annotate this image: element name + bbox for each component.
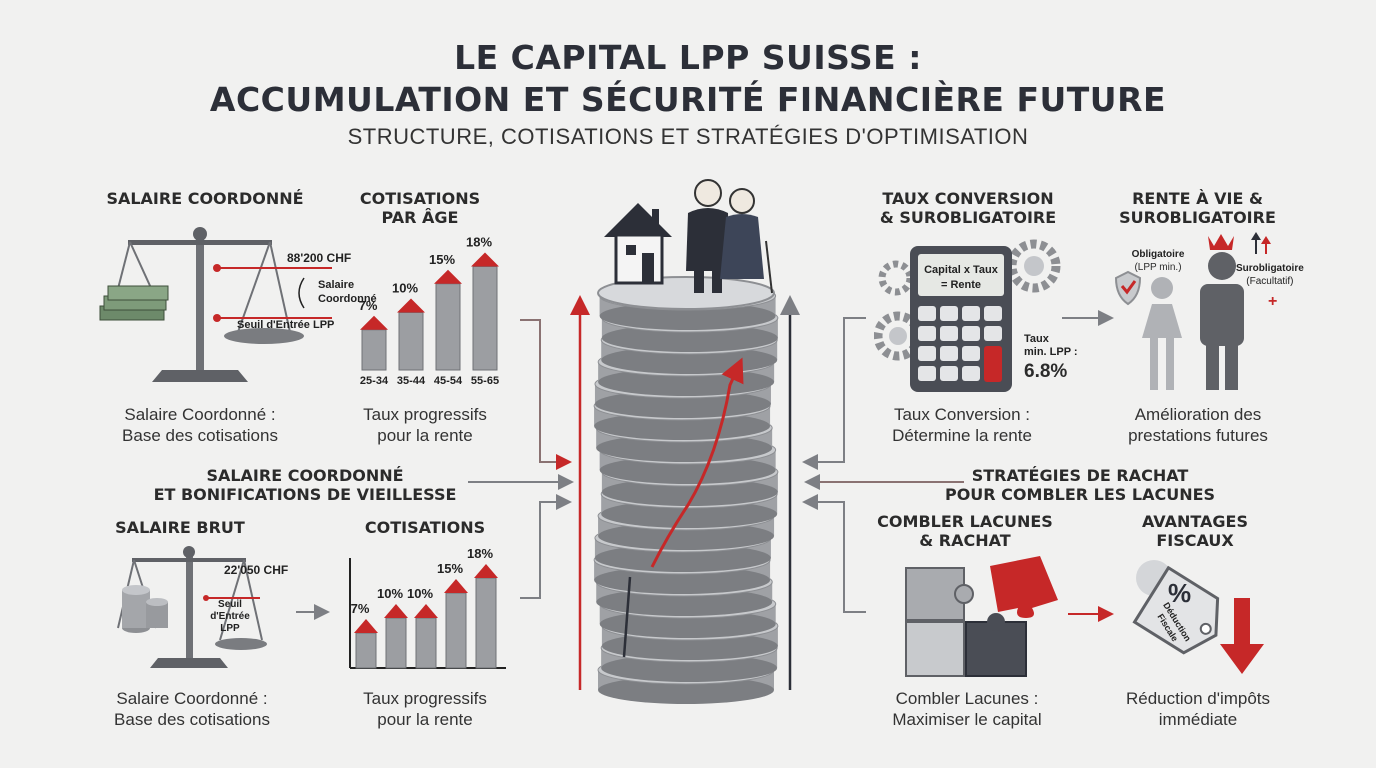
mandatory-sublabel: (LPP min.) bbox=[1134, 262, 1182, 273]
calc-key bbox=[984, 326, 1002, 341]
bar-label: 7% bbox=[359, 298, 378, 313]
bar-cap bbox=[414, 604, 438, 618]
conversion-heading: TAUX CONVERSION & SUROBLIGATOIRE bbox=[879, 189, 1057, 227]
bar bbox=[415, 617, 437, 669]
calc-key bbox=[918, 326, 936, 341]
bar-label: 15% bbox=[437, 561, 463, 576]
threshold-label: Seuil d'Entrée LPP bbox=[237, 319, 335, 331]
bar-cap bbox=[360, 315, 388, 330]
tick-label: 45-54 bbox=[434, 375, 463, 387]
bar-label: 18% bbox=[466, 235, 492, 250]
bar-cap bbox=[384, 604, 408, 618]
middle-right-title: STRATÉGIES DE RACHAT POUR COMBLER LES LA… bbox=[944, 466, 1216, 504]
tick-label: 35-44 bbox=[397, 375, 426, 387]
bar-cap bbox=[471, 252, 499, 267]
conversion-caption: Taux Conversion : Détermine la rente bbox=[892, 405, 1032, 445]
calc-key bbox=[962, 366, 980, 381]
top-left-heading: SALAIRE COORDONNÉ bbox=[106, 189, 304, 208]
calc-key bbox=[984, 366, 1002, 381]
crown-icon bbox=[1208, 234, 1234, 250]
tick-label: 55-65 bbox=[471, 375, 499, 387]
upper-amount: 88'200 CHF bbox=[287, 251, 352, 265]
top-coin bbox=[597, 276, 775, 310]
bar-label: 7% bbox=[351, 601, 370, 616]
bar-label: 15% bbox=[429, 252, 455, 267]
calc-key bbox=[940, 366, 958, 381]
bar bbox=[472, 266, 498, 371]
calc-key bbox=[918, 346, 936, 361]
rate-value: 6.8% bbox=[1024, 361, 1068, 382]
house-icon bbox=[604, 203, 672, 285]
supplementary-label: Surobligatoire (Facultatif) bbox=[1236, 263, 1304, 287]
two-persons-icon: + bbox=[1114, 232, 1277, 390]
top-chart-caption: Taux progressifs pour la rente bbox=[363, 405, 487, 445]
bottom-chart-caption: Taux progressifs pour la rente bbox=[363, 689, 487, 729]
top-left-caption: Salaire Coordonné : Base des cotisations bbox=[122, 405, 278, 445]
calculator-icon bbox=[874, 239, 1061, 392]
bar bbox=[398, 312, 424, 371]
retired-couple-icon bbox=[686, 179, 773, 294]
calc-key bbox=[962, 346, 980, 361]
bottom-left-heading: SALAIRE BRUT bbox=[115, 518, 245, 537]
page-title-line-2: ACCUMULATION ET SÉCURITÉ FINANCIÈRE FUTU… bbox=[209, 80, 1167, 119]
age-contribution-chart: 7% 25-34 10% 35-44 15% 45-54 18% 55-65 bbox=[359, 235, 499, 388]
bar-cap bbox=[444, 579, 468, 593]
calc-key bbox=[940, 306, 958, 321]
bar-label: 10% bbox=[407, 586, 433, 601]
calc-key bbox=[918, 366, 936, 381]
calc-key bbox=[984, 306, 1002, 321]
calc-key bbox=[962, 306, 980, 321]
mandatory-label: Obligatoire bbox=[1131, 249, 1185, 260]
bar bbox=[361, 329, 387, 371]
bar-cap bbox=[474, 564, 498, 578]
bar bbox=[435, 283, 461, 371]
tax-tag-icon bbox=[1132, 560, 1264, 674]
bar-label: 10% bbox=[392, 281, 418, 296]
bar-cap bbox=[397, 298, 425, 313]
bottom-chart-heading: COTISATIONS bbox=[364, 518, 486, 537]
contribution-chart: 7% 10% 10% 15% 18% bbox=[349, 546, 506, 669]
tax-caption: Réduction d'impôts immédiate bbox=[1125, 689, 1271, 729]
brut-scale-icon bbox=[117, 546, 267, 668]
plus-icon: + bbox=[1268, 293, 1277, 310]
bar bbox=[355, 632, 377, 669]
rate-label: Taux min. LPP : bbox=[1024, 333, 1078, 358]
bar bbox=[445, 592, 467, 669]
banknotes-icon bbox=[99, 285, 169, 321]
coin-stack-icon bbox=[593, 179, 779, 704]
bar bbox=[385, 617, 407, 669]
calculator-screen: Capital x Taux = Rente bbox=[924, 264, 998, 291]
tax-heading: AVANTAGES FISCAUX bbox=[1141, 512, 1248, 550]
rente-heading: RENTE À VIE & SUROBLIGATOIRE bbox=[1119, 189, 1276, 227]
brut-amount: 22'050 CHF bbox=[224, 563, 289, 577]
calc-key bbox=[962, 326, 980, 341]
bar-label: 18% bbox=[467, 546, 493, 561]
top-chart-heading: COTISATIONS PAR ÂGE bbox=[359, 189, 481, 227]
calc-key bbox=[918, 306, 936, 321]
brut-threshold: Seuil d'Entrée LPP bbox=[210, 599, 250, 634]
rente-caption: Amélioration des prestations futures bbox=[1128, 405, 1268, 445]
coins-icon bbox=[122, 585, 168, 633]
calc-key bbox=[940, 326, 958, 341]
page-subtitle: STRUCTURE, COTISATIONS ET STRATÉGIES D'O… bbox=[347, 124, 1029, 149]
mid-label: Salaire Coordonné bbox=[318, 279, 377, 305]
bar-cap bbox=[434, 269, 462, 284]
bottom-left-caption: Salaire Coordonné : Base des cotisations bbox=[114, 689, 270, 729]
middle-left-title: SALAIRE COORDONNÉ ET BONIFICATIONS DE VI… bbox=[153, 466, 457, 504]
tick-label: 25-34 bbox=[360, 375, 389, 387]
puzzle-icon bbox=[905, 556, 1058, 677]
shield-icon bbox=[1114, 270, 1142, 306]
page-title-line-1: LE CAPITAL LPP SUISSE : bbox=[454, 38, 922, 77]
calc-key bbox=[940, 346, 958, 361]
bar-label: 10% bbox=[377, 586, 403, 601]
balance-scale-icon bbox=[99, 227, 332, 382]
lacunes-caption: Combler Lacunes : Maximiser le capital bbox=[892, 689, 1042, 729]
bar bbox=[475, 577, 497, 669]
percent-symbol: % bbox=[1168, 578, 1192, 608]
lacunes-heading: COMBLER LACUNES & RACHAT bbox=[877, 512, 1053, 550]
bar-cap bbox=[354, 619, 378, 633]
